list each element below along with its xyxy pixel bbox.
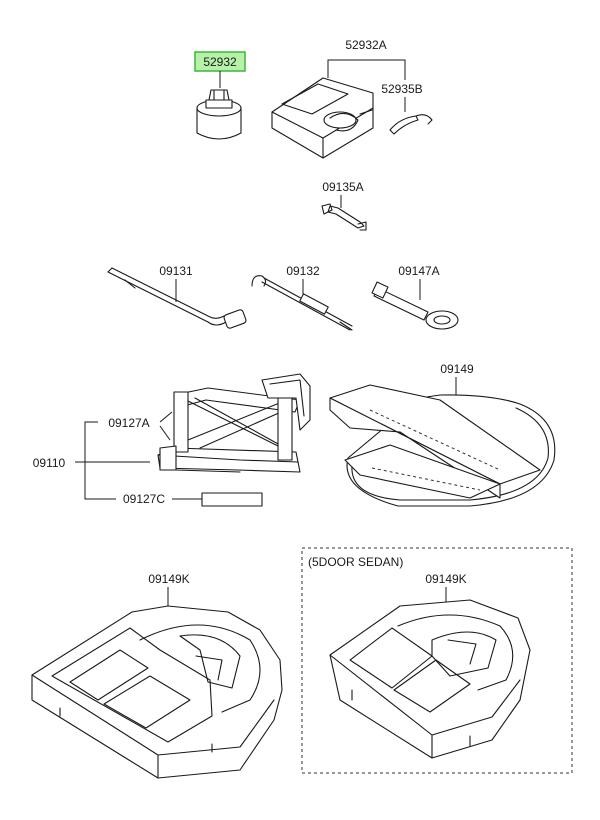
part-09147a-eye-bolt[interactable]: 09147A: [371, 264, 459, 330]
part-label-09127a[interactable]: 09127A: [108, 416, 149, 430]
part-09149k-tray-left[interactable]: 09149K: [31, 572, 283, 779]
part-label-09149k-right[interactable]: 09149K: [425, 572, 466, 586]
part-09131-jack-handle[interactable]: 09131: [107, 264, 247, 329]
part-label-09110[interactable]: 09110: [33, 456, 66, 470]
part-label-09149k-left[interactable]: 09149K: [148, 572, 189, 586]
part-label-52932a[interactable]: 52932A: [345, 38, 386, 52]
part-label-09132[interactable]: 09132: [286, 264, 320, 278]
part-52932a-compressor[interactable]: 52932A: [271, 38, 406, 159]
part-52932-sealant-bottle[interactable]: 52932: [194, 51, 246, 140]
part-09149-tray-cover[interactable]: 09149: [329, 362, 556, 507]
part-label-09149[interactable]: 09149: [440, 362, 474, 376]
variant-frame-5door-sedan: (5DOOR SEDAN): [301, 547, 573, 774]
part-09110-jack-assembly[interactable]: 09127A 09110 09127C: [33, 373, 311, 507]
part-label-09127c[interactable]: 09127C: [123, 492, 165, 506]
jack-plate-09127c: [201, 492, 263, 507]
part-09132-extension-bar[interactable]: 09132: [251, 264, 353, 331]
part-09135a-wrench[interactable]: 09135A: [321, 180, 367, 231]
part-label-09147a[interactable]: 09147A: [398, 264, 439, 278]
variant-caption: (5DOOR SEDAN): [308, 555, 403, 569]
part-label-09131[interactable]: 09131: [159, 264, 193, 278]
part-52935b-hose[interactable]: 52935B: [381, 82, 433, 135]
part-label-52932[interactable]: 52932: [203, 55, 237, 69]
part-09149k-tray-right[interactable]: 09149K: [329, 572, 531, 759]
part-label-09135a[interactable]: 09135A: [322, 180, 363, 194]
part-label-52935b[interactable]: 52935B: [381, 82, 422, 96]
